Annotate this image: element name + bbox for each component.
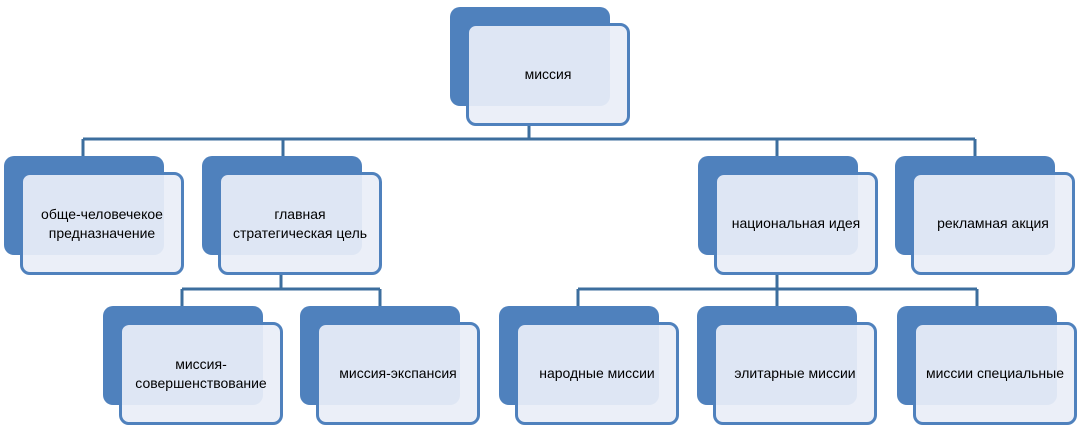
node-expansion-label: миссия-экспансия [316,322,480,425]
node-elite-missions-label: элитарные миссии [713,322,877,425]
node-special-missions-label: миссии специальные [913,322,1077,425]
node-improvement-label: миссия-совершенствование [119,322,283,425]
node-ad-campaign-label: рекламная акция [911,172,1075,275]
node-national-idea-label: национальная идея [714,172,878,275]
node-universal-purpose-label: обще-человечекое предназначение [20,172,184,275]
node-strategic-goal-label: главная стратегическая цель [218,172,382,275]
node-folk-missions-label: народные миссии [515,322,679,425]
node-mission-label: миссия [466,23,630,126]
